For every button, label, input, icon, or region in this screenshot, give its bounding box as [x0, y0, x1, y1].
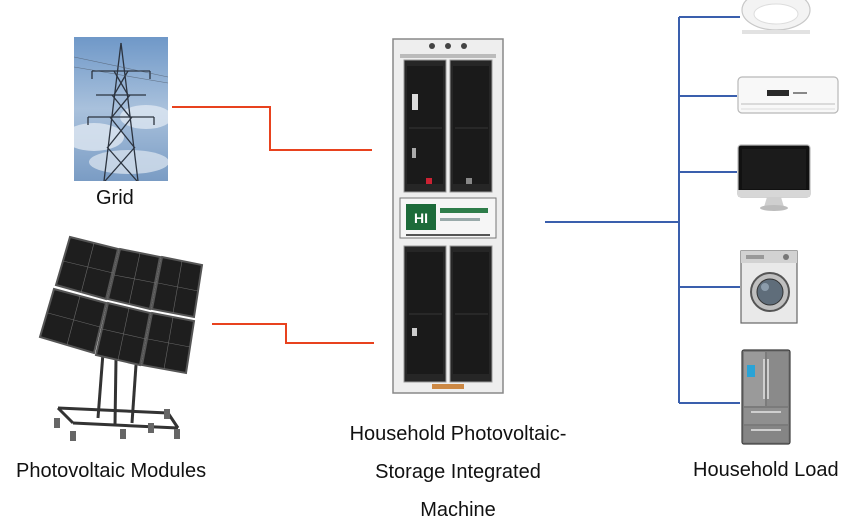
machine-label-line2: Storage Integrated: [375, 461, 541, 483]
grid-connector-line: [172, 106, 372, 151]
pv-modules-label: Photovoltaic Modules: [16, 460, 207, 482]
storage-cabinet-icon: HI: [392, 38, 504, 394]
svg-text:HI: HI: [414, 210, 428, 226]
grid-label: Grid: [96, 187, 134, 209]
machine-label: Household Photovoltaic- Storage Integrat…: [318, 415, 598, 529]
refrigerator-icon: [741, 349, 791, 445]
ceiling-lamp-icon: [741, 0, 811, 34]
pv-connector-line: [212, 323, 374, 344]
household-load-label: Household Load: [693, 459, 839, 481]
solar-panel-array-icon: [38, 235, 204, 441]
machine-label-line3: Machine: [420, 499, 496, 521]
washing-machine-icon: [740, 250, 798, 324]
machine-label-line1: Household Photovoltaic-: [349, 423, 567, 445]
computer-monitor-icon: [737, 144, 811, 211]
power-transmission-tower-icon: [74, 37, 168, 181]
air-conditioner-icon: [737, 76, 839, 114]
